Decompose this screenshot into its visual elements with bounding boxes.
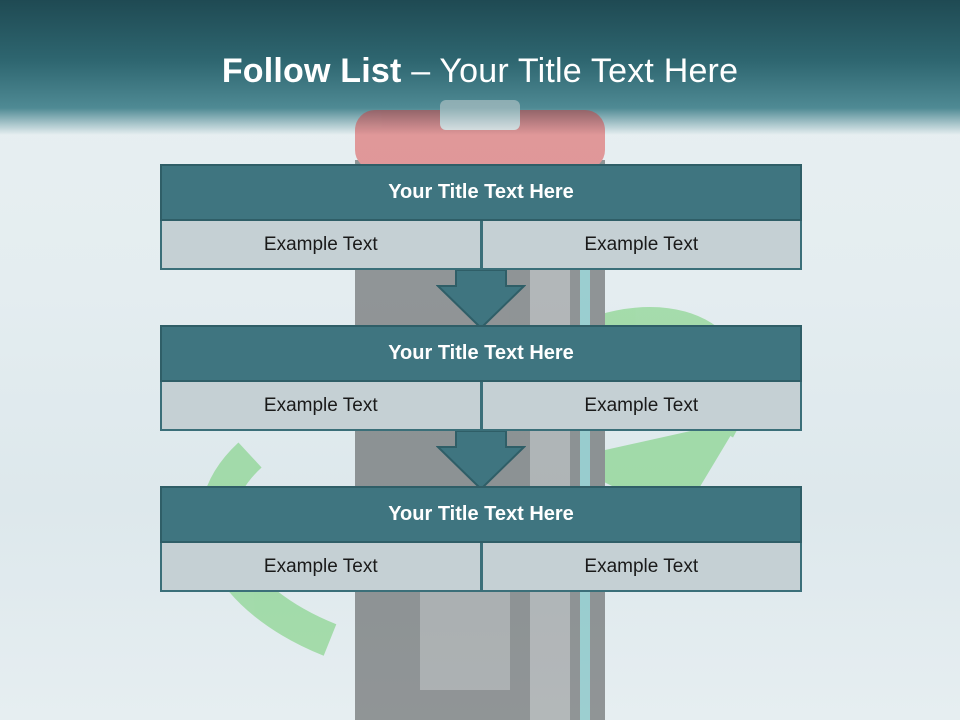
- list-block-title[interactable]: Your Title Text Here: [160, 164, 802, 221]
- list-block-cells: Example Text Example Text: [160, 543, 802, 592]
- list-block-cell-left[interactable]: Example Text: [160, 543, 482, 592]
- slide-title-bold: Follow List: [221, 52, 402, 90]
- list-block-cell-left[interactable]: Example Text: [160, 382, 482, 431]
- list-block-1: Your Title Text Here Example Text Exampl…: [160, 164, 802, 270]
- slide-title: Follow List – Your Title Text Here: [0, 52, 960, 91]
- list-block-cell-right[interactable]: Example Text: [481, 543, 802, 592]
- list-block-cells: Example Text Example Text: [160, 221, 802, 270]
- list-block-2: Your Title Text Here Example Text Exampl…: [160, 325, 802, 431]
- down-arrow-icon: [436, 431, 526, 489]
- list-block-title[interactable]: Your Title Text Here: [160, 486, 802, 543]
- title-banner: [0, 0, 960, 135]
- list-block-cells: Example Text Example Text: [160, 382, 802, 431]
- follow-list: Your Title Text Here Example Text Exampl…: [160, 164, 802, 594]
- down-arrow-icon: [436, 270, 526, 328]
- list-block-3: Your Title Text Here Example Text Exampl…: [160, 486, 802, 592]
- list-block-cell-right[interactable]: Example Text: [481, 382, 802, 431]
- list-block-title[interactable]: Your Title Text Here: [160, 325, 802, 382]
- slide-title-rest: – Your Title Text Here: [411, 52, 739, 90]
- list-block-cell-right[interactable]: Example Text: [481, 221, 802, 270]
- list-block-cell-left[interactable]: Example Text: [160, 221, 482, 270]
